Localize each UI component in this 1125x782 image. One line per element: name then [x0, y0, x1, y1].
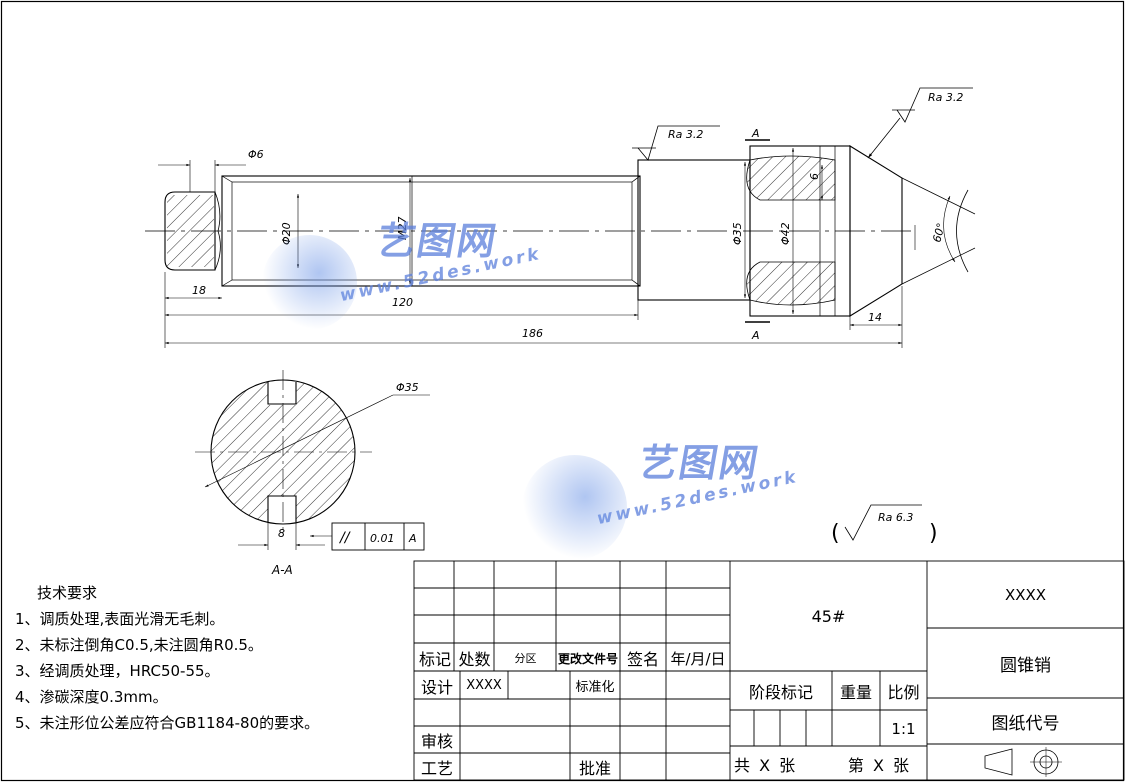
rev-header-count: 处数 — [458, 650, 491, 669]
rev-header-mark: 标记 — [418, 650, 451, 669]
tech-item-1: 1、调质处理,表面光滑无毛刺。 — [15, 610, 225, 628]
design-label: 设计 — [420, 677, 453, 697]
watermark-logo-icon-2 — [522, 455, 627, 560]
rev-header-zone: 分区 — [514, 652, 537, 665]
tolerance-value: 0.01 — [370, 532, 395, 545]
dim-d6: Φ6 — [248, 148, 264, 161]
weight-label: 重量 — [839, 683, 872, 702]
tech-title: 技术要求 — [37, 584, 98, 602]
section-view — [195, 370, 430, 551]
threaded-section — [221, 175, 641, 287]
dim-l14: 14 — [868, 311, 882, 324]
general-roughness — [844, 504, 922, 541]
dim-l120: 120 — [392, 296, 413, 309]
process-label: 工艺 — [420, 759, 453, 778]
sheet-number: 第 X 张 — [847, 755, 912, 775]
company-name: XXXX — [1004, 585, 1047, 604]
dim-w8: 8 — [278, 527, 285, 540]
main-view — [145, 87, 976, 348]
total-sheets: 共 X 张 — [734, 755, 798, 775]
roughness-label-a: Ra 3.2 — [668, 128, 703, 141]
tech-item-5: 5、未注形位公差应符合GB1184-80的要求。 — [15, 714, 320, 732]
tech-item-3: 3、经调质处理，HRC50-55。 — [15, 662, 220, 680]
dim-l18: 18 — [192, 284, 206, 297]
dim-d42: Φ42 — [779, 222, 792, 245]
technical-requirements: 技术要求 1、调质处理,表面光滑无毛刺。 2、未标注倒角C0.5,未注圆角R0.… — [15, 580, 415, 736]
section-label: A-A — [271, 563, 293, 577]
dim-l186: 186 — [522, 327, 543, 340]
tolerance-datum: A — [408, 532, 417, 545]
section-mark-top: A — [751, 127, 760, 140]
roughness-paren-close: ) — [929, 521, 938, 546]
dim-m27: M27 — [396, 217, 409, 241]
section-mark-bottom: A — [751, 329, 760, 342]
review-label: 审核 — [420, 732, 453, 751]
material-value: 45# — [811, 606, 846, 626]
dim-d35: Φ35 — [731, 222, 744, 245]
roughness-label-b: Ra 3.2 — [928, 91, 963, 104]
watermark-logo-icon-1 — [262, 235, 357, 330]
rev-header-date: 年/月/日 — [670, 649, 726, 668]
tolerance-symbol: // — [338, 530, 351, 546]
dim-a60: 60° — [930, 222, 948, 244]
drawing-number-label: 图纸代号 — [991, 714, 1060, 734]
rev-header-doc: 更改文件号 — [557, 651, 618, 666]
roughness-paren-open: ( — [831, 521, 840, 546]
dim-w6: 6 — [808, 173, 821, 180]
scale-value: 1:1 — [891, 719, 916, 738]
scale-label: 比例 — [887, 683, 920, 702]
tech-item-2: 2、未标注倒角C0.5,未注圆角R0.5。 — [15, 636, 263, 654]
part-name: 圆锥销 — [1000, 656, 1051, 676]
designer-name: XXXX — [466, 678, 502, 693]
general-roughness-label: Ra 6.3 — [878, 511, 913, 524]
approve-label: 批准 — [578, 759, 611, 778]
dim-d35-section: Φ35 — [396, 381, 419, 394]
title-block-grid — [413, 560, 1125, 781]
projection-symbol — [984, 747, 1062, 777]
left-end-outline — [164, 191, 216, 271]
rev-header-sign: 签名 — [626, 650, 659, 669]
standard-label: 标准化 — [575, 680, 615, 695]
tech-item-4: 4、渗碳深度0.3mm。 — [15, 688, 168, 706]
stage-label: 阶段标记 — [748, 683, 813, 702]
